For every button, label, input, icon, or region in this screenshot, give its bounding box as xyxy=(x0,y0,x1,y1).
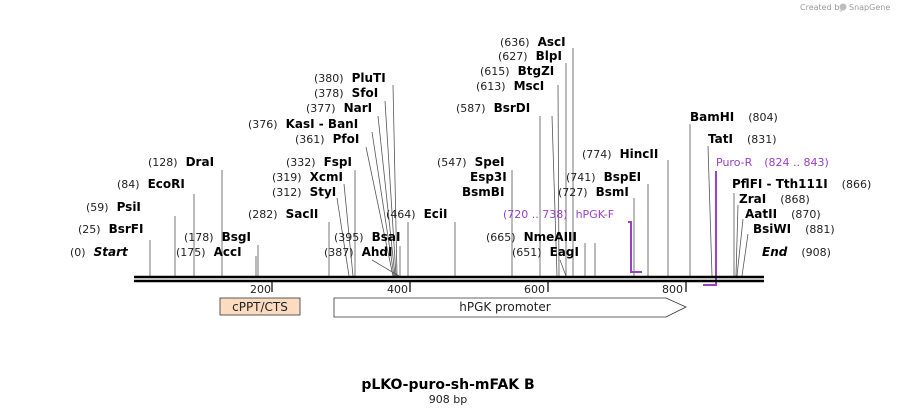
primer-hpgk-f-arrow xyxy=(628,221,642,273)
site-bsrdi: (587)BsrDI xyxy=(456,101,530,115)
site-hincii: (774)HincII xyxy=(582,147,658,161)
primer-puro-r-label: Puro-R(824 .. 843) xyxy=(716,156,829,169)
site-bsrfi: (25)BsrFI xyxy=(78,222,143,236)
start-label-row: (0) Start xyxy=(70,245,129,259)
site-bsmi: (727)BsmI xyxy=(558,185,629,199)
feature-hpgk-promoter-arrow xyxy=(333,297,687,318)
feature-hpgk-promoter-label: hPGK promoter xyxy=(459,300,551,314)
site-psii: (59)PsiI xyxy=(86,200,141,214)
map-length: 908 bp xyxy=(429,393,467,406)
leader-lines xyxy=(149,48,749,277)
site-bsiwi: BsiWI(881) xyxy=(753,222,835,236)
leader-bsiwi xyxy=(741,233,749,277)
credit-brand: SnapGene xyxy=(849,3,890,12)
site-asci: (636)AscI xyxy=(500,35,566,49)
site-nari: (377)NarI xyxy=(306,101,372,115)
site-fspi: (332)FspI xyxy=(286,155,352,169)
site-bsai: (395)BsaI xyxy=(334,230,400,244)
primer-hpgk-f[interactable]: (720 .. 738)hPGK-F xyxy=(503,208,642,273)
ruler-label-800: 800 xyxy=(662,283,683,296)
leader-tati xyxy=(707,145,713,277)
site-ecii: (464)EciI xyxy=(386,207,447,221)
site-xcmi: (319)XcmI xyxy=(272,170,343,184)
site-styi: (312)StyI xyxy=(272,185,336,199)
site-bsmbi: BsmBI xyxy=(462,185,504,199)
end-label-row: End (908) xyxy=(762,245,831,259)
site-bspei: (741)BspEI xyxy=(566,170,641,184)
end-pos: (908) xyxy=(801,246,831,259)
primer-hpgk-f-label: (720 .. 738)hPGK-F xyxy=(503,208,614,221)
leader-ahdi xyxy=(371,259,400,277)
leader-eagi xyxy=(559,259,567,277)
credit-prefix: Created by xyxy=(800,3,844,12)
site-sacii: (282)SacII xyxy=(248,207,318,221)
end-label: End xyxy=(762,245,788,259)
site-blpi: (627)BlpI xyxy=(498,49,562,63)
leader-nari xyxy=(377,115,396,277)
snapgene-credit: Created by SnapGene xyxy=(800,3,890,12)
site-esp3i: Esp3I xyxy=(470,170,507,184)
site-nmeaiii: (665)NmeAIII xyxy=(486,230,577,244)
site-pfoi: (361)PfoI xyxy=(295,132,359,146)
site-tati: TatI(831) xyxy=(708,132,777,146)
cut-site-labels: (0) Start (25)BsrFI (59)PsiI (84)EcoRI (1… xyxy=(70,35,871,259)
ruler: 200 400 600 800 xyxy=(250,282,687,296)
site-ahdi: (387)AhdI xyxy=(324,245,392,259)
ruler-label-600: 600 xyxy=(524,283,545,296)
site-acci: (175)AccI xyxy=(176,245,242,259)
site-aatii: AatII(870) xyxy=(745,207,821,221)
site-bamhi: BamHI(804) xyxy=(690,110,778,124)
feature-cppt-cts-box xyxy=(219,297,301,316)
start-label: Start xyxy=(94,245,129,259)
dna-backbone xyxy=(134,275,764,283)
site-bsgi: (178)BsgI xyxy=(184,230,251,244)
site-eagi: (651)EagI xyxy=(512,245,579,259)
leader-msci xyxy=(551,115,558,277)
leader-pfoi xyxy=(365,146,394,277)
site-kasi-bani: (376)KasI - BanI xyxy=(248,117,358,131)
leader-pluti xyxy=(392,84,398,277)
site-drai: (128)DraI xyxy=(148,155,214,169)
start-pos: (0) xyxy=(70,246,86,259)
leader-zrai xyxy=(735,204,739,277)
primer-puro-r[interactable]: Puro-R(824 .. 843) xyxy=(703,156,829,286)
site-ecori: (84)EcoRI xyxy=(117,177,185,191)
site-sfoi: (378)SfoI xyxy=(314,86,378,100)
feature-hpgk-promoter[interactable]: hPGK promoter xyxy=(333,297,687,318)
feature-cppt-cts[interactable]: cPPT/CTS xyxy=(219,297,301,316)
site-pflfi-tth111i: PflFI - Tth111I(866) xyxy=(732,177,871,191)
ruler-label-200: 200 xyxy=(250,283,271,296)
site-msci: (613)MscI xyxy=(476,79,544,93)
site-spei: (547)SpeI xyxy=(437,155,504,169)
site-zrai: ZraI(868) xyxy=(739,192,810,206)
leader-sfoi xyxy=(384,100,397,277)
map-title: pLKO-puro-sh-mFAK B xyxy=(361,377,534,393)
ruler-label-400: 400 xyxy=(387,283,408,296)
leader-btgzi xyxy=(557,84,560,277)
leader-styi xyxy=(336,197,350,277)
leader-kasi xyxy=(371,131,395,277)
feature-cppt-cts-label: cPPT/CTS xyxy=(232,300,288,314)
leader-xcmi xyxy=(343,183,354,277)
site-btgzi: (615)BtgZI xyxy=(480,64,554,78)
leader-aatii xyxy=(736,218,744,277)
snapgene-logo-icon xyxy=(839,3,847,11)
site-pluti: (380)PluTI xyxy=(314,71,386,85)
primer-puro-r-arrow xyxy=(703,171,717,286)
